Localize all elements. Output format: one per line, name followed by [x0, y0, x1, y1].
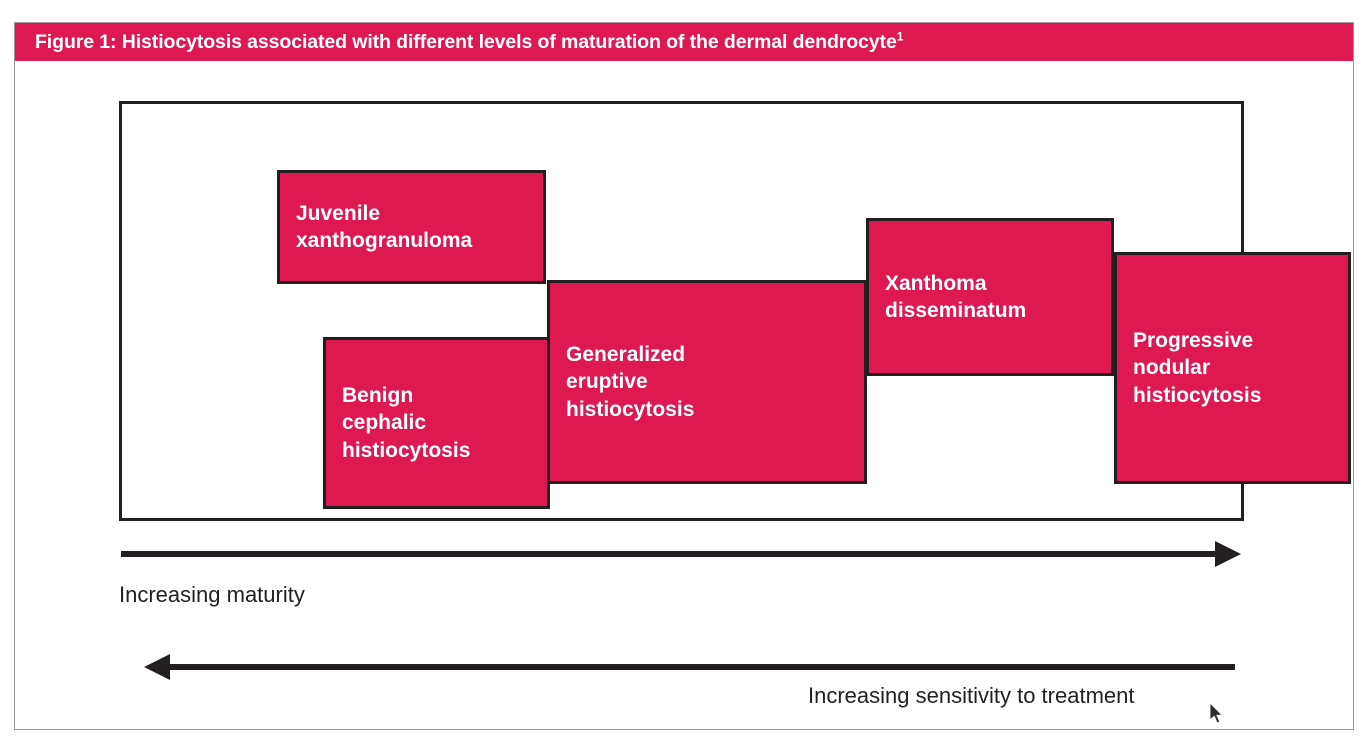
sensitivity-axis-label: Increasing sensitivity to treatment — [808, 683, 1135, 708]
figure-title-superscript: 1 — [896, 29, 904, 43]
stage-box-label: Generalized eruptive histiocytosis — [566, 343, 695, 421]
stage-box-juvenile-xanthogranuloma: Juvenile xanthogranuloma — [277, 170, 546, 284]
figure-title: Figure 1: Histiocytosis associated with … — [15, 29, 904, 54]
maturity-arrow-line — [121, 551, 1216, 557]
figure-card: Figure 1: Histiocytosis associated with … — [14, 22, 1354, 730]
stage-box-xanthoma-disseminatum: Xanthoma disseminatum — [866, 218, 1114, 376]
figure-header-bar: Figure 1: Histiocytosis associated with … — [15, 23, 1353, 61]
maturity-axis-label: Increasing maturity — [119, 582, 305, 607]
stage-box-benign-cephalic-histiocytosis: Benign cephalic histiocytosis — [323, 337, 550, 509]
stage-box-progressive-nodular-histiocytosis: Progressive nodular histiocytosis — [1114, 252, 1351, 484]
stage-box-generalized-eruptive-histiocytosis: Generalized eruptive histiocytosis — [547, 280, 867, 484]
stage-box-label: Benign cephalic histiocytosis — [342, 384, 471, 462]
diagram-frame: Juvenile xanthogranuloma Benign cephalic… — [119, 101, 1351, 521]
figure-body: Juvenile xanthogranuloma Benign cephalic… — [15, 61, 1353, 731]
stage-box-label: Progressive nodular histiocytosis — [1133, 329, 1262, 407]
arrow-right-icon — [1215, 541, 1241, 567]
figure-title-text: Figure 1: Histiocytosis associated with … — [35, 30, 897, 53]
arrow-left-icon — [144, 654, 170, 680]
stage-box-label: Xanthoma disseminatum — [885, 271, 1027, 322]
stage-box-label: Juvenile xanthogranuloma — [296, 201, 473, 252]
sensitivity-arrow-line — [170, 664, 1235, 670]
